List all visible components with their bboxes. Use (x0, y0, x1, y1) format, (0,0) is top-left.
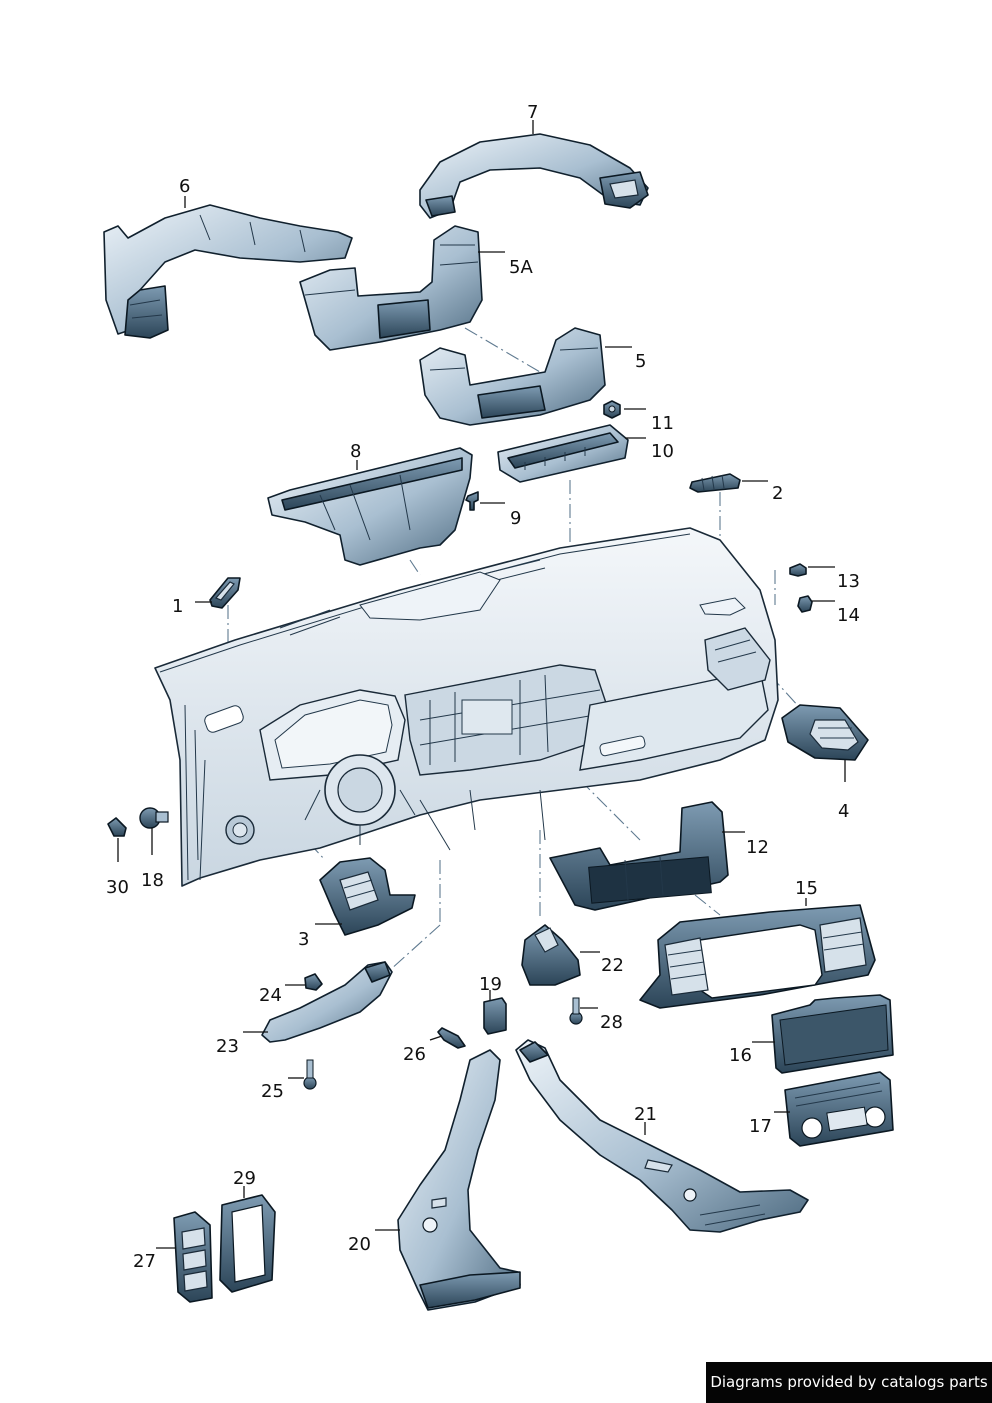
part-9-clip (465, 491, 479, 511)
part-24-clip (304, 973, 323, 991)
callout-29: 29 (233, 1168, 256, 1189)
callout-7: 7 (527, 102, 538, 123)
callout-19: 19 (479, 974, 502, 995)
part-1-left-side-vent (209, 577, 241, 609)
part-17-climate-control-panel (784, 1071, 894, 1147)
part-28-screw (569, 997, 583, 1025)
callout-9: 9 (510, 508, 521, 529)
callout-3: 3 (298, 929, 309, 950)
callout-28: 28 (600, 1012, 623, 1033)
callout-21: 21 (634, 1104, 657, 1125)
callout-26: 26 (403, 1044, 426, 1065)
callout-25: 25 (261, 1081, 284, 1102)
part-19-cap (483, 997, 507, 1035)
callout-4: 4 (838, 801, 849, 822)
callout-24: 24 (259, 985, 282, 1006)
part-10-defrost-vent (497, 424, 629, 483)
part-11-nut (603, 400, 621, 419)
part-6-left-air-duct (103, 204, 353, 339)
part-5a-center-duct-upper (299, 225, 483, 351)
part-25-screw (303, 1059, 317, 1090)
part-22-air-connector (521, 924, 581, 986)
part-4-right-outer-vent (781, 704, 869, 761)
callout-6: 6 (179, 176, 190, 197)
part-2-right-side-vent (689, 473, 741, 493)
callout-16: 16 (729, 1045, 752, 1066)
callout-5: 5 (635, 351, 646, 372)
callout-8: 8 (350, 441, 361, 462)
callout-11: 11 (651, 413, 674, 434)
callout-5a: 5A (509, 257, 533, 278)
part-29-vent-frame (219, 1194, 276, 1293)
callout-30: 30 (106, 877, 129, 898)
callout-1: 1 (172, 596, 183, 617)
credit-banner: Diagrams provided by catalogs parts (706, 1362, 992, 1403)
part-8-center-vent-duct (267, 447, 473, 566)
callout-12: 12 (746, 837, 769, 858)
callout-17: 17 (749, 1116, 772, 1137)
leader-lines (117, 120, 846, 1249)
part-13-clip (789, 563, 807, 577)
callout-18: 18 (141, 870, 164, 891)
part-12-center-panel (549, 801, 729, 911)
callout-20: 20 (348, 1234, 371, 1255)
callout-numbers: 1 2 3 4 5 5A 6 7 8 9 10 11 12 13 14 15 1… (106, 102, 860, 1272)
callout-27: 27 (133, 1251, 156, 1272)
part-21-right-rear-duct (515, 1039, 809, 1233)
part-26-clip (437, 1027, 466, 1049)
callout-23: 23 (216, 1036, 239, 1057)
callout-13: 13 (837, 571, 860, 592)
callout-2: 2 (772, 483, 783, 504)
callout-14: 14 (837, 605, 860, 626)
part-23-left-floor-duct (261, 961, 393, 1043)
part-5-center-duct-lower (419, 327, 606, 426)
part-3-left-outer-vent (319, 857, 416, 936)
callout-15: 15 (795, 878, 818, 899)
part-15-center-bezel (639, 904, 876, 1009)
part-16-display (771, 994, 894, 1074)
part-14-clip (797, 595, 813, 613)
part-30-clip (107, 817, 127, 837)
dashboard-main-body (154, 527, 779, 887)
part-27-grille (173, 1211, 213, 1303)
part-7-right-air-duct (419, 133, 649, 219)
callout-22: 22 (601, 955, 624, 976)
part-20-left-rear-duct (397, 1049, 521, 1311)
callout-10: 10 (651, 441, 674, 462)
part-18-switch (139, 807, 169, 829)
